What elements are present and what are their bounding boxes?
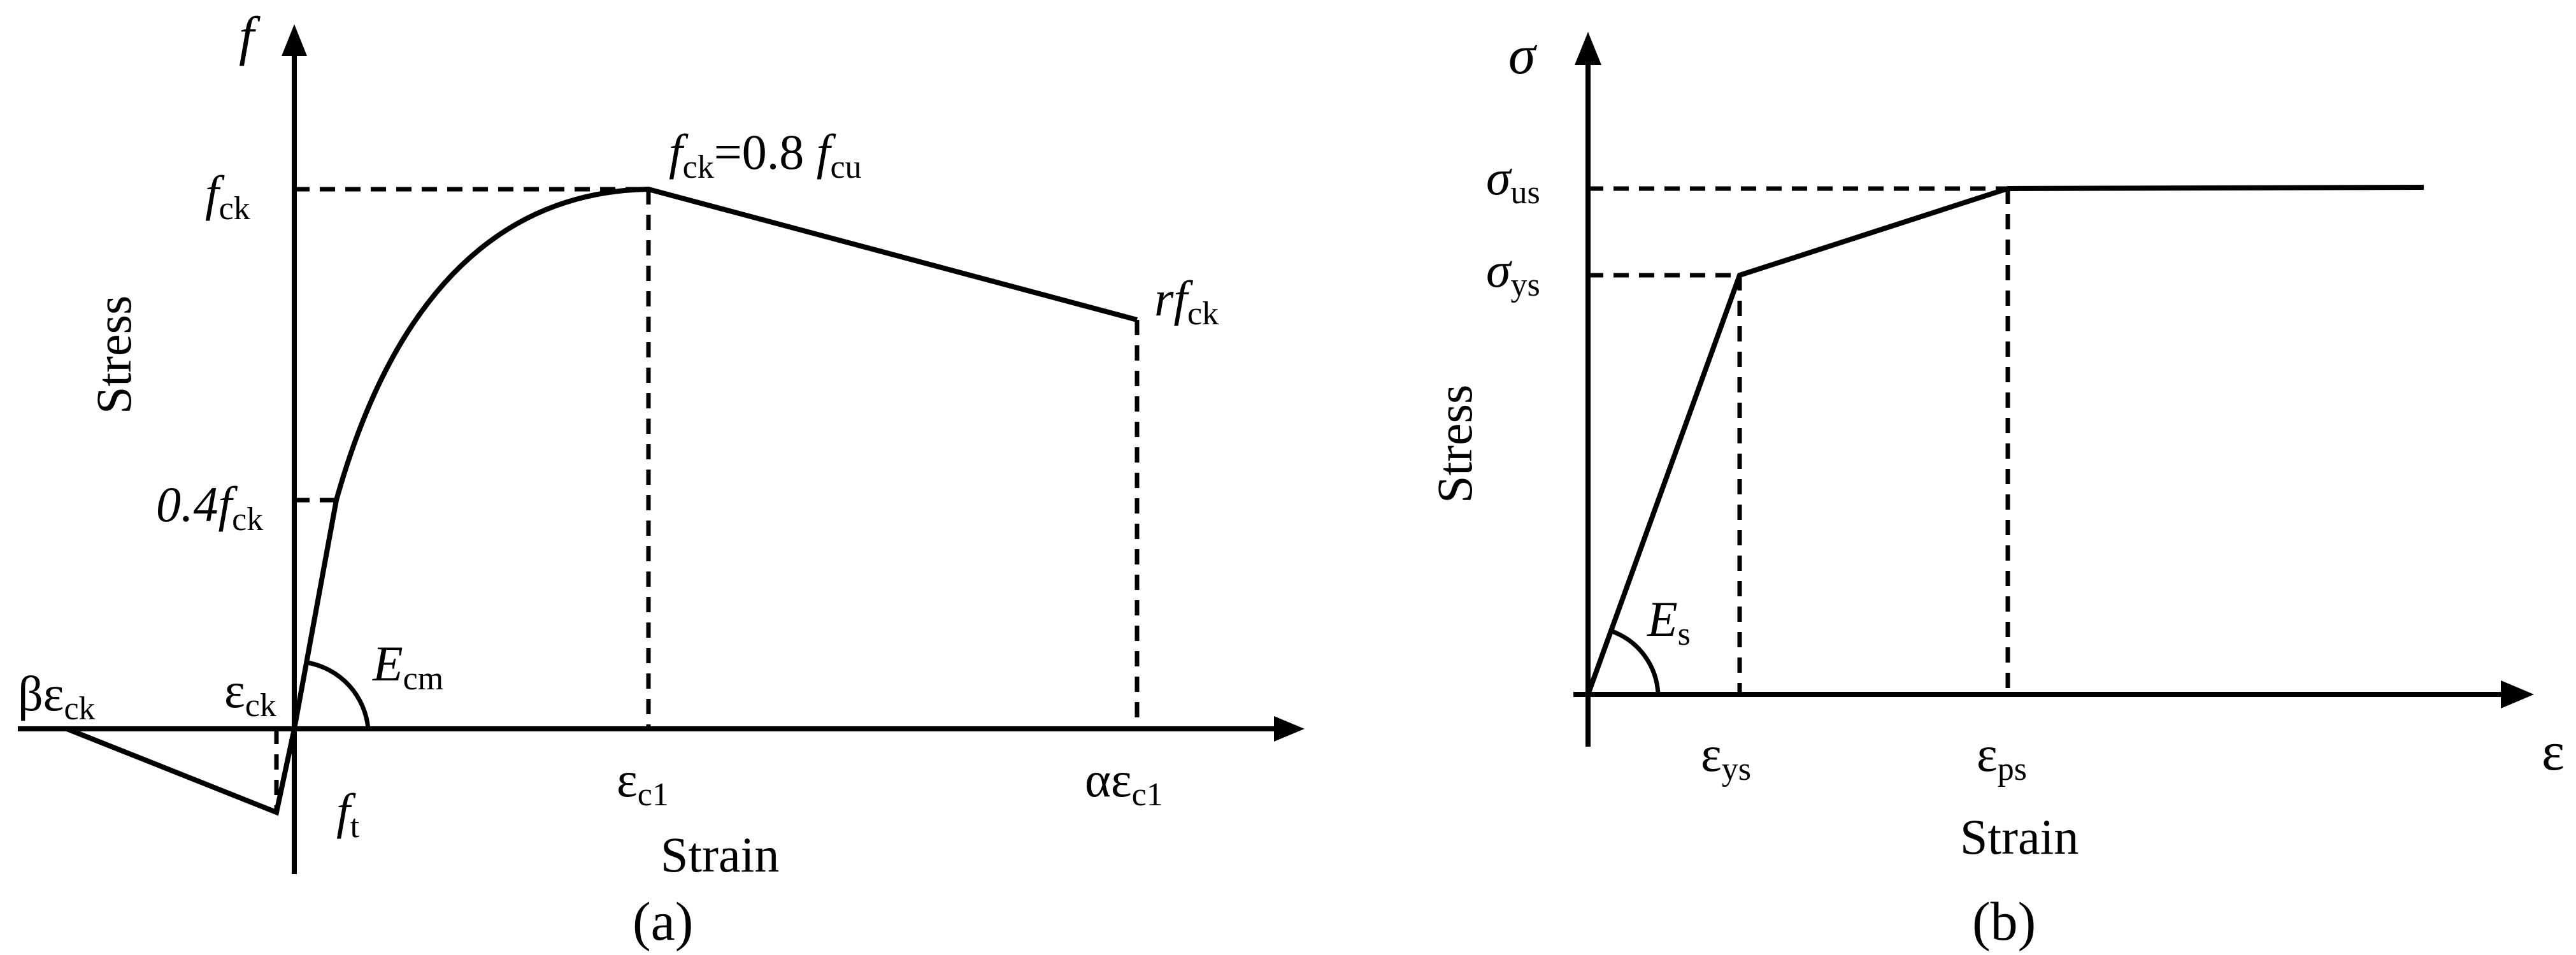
a-y-axis-label: Stress [86,296,141,414]
b-sigma-ys-label: σys [1486,242,1540,303]
a-peak-annotation: fck=0.8 fcu [669,124,862,185]
b-eps-ps-label: εps [1977,726,2027,787]
a-caption: (a) [633,891,693,952]
a-eps-ck-label: εck [224,663,276,724]
b-x-axis-label: Strain [1960,809,2079,865]
a-r-fck-label: rfck [1154,271,1219,332]
panel-b: σ Stress Strain ε (b) σus σys Es εys εps [1427,24,2565,952]
a-y-axis-symbol: f [239,5,261,66]
a-ecm-label: Ecm [372,636,443,697]
a-compression-curve [292,186,1138,729]
a-y-axis-arrowhead [282,24,307,56]
a-x-axis-label: Strain [661,827,779,882]
a-fck-label: fck [205,166,250,227]
a-ecm-arc [306,660,371,729]
a-beta-eps-ck-label: βεck [18,666,96,727]
b-es-label: Es [1647,591,1691,652]
b-eps-ys-label: εys [1701,726,1751,787]
a-04fck-label: 0.4fck [156,477,263,538]
a-eps-c1-label: εc1 [617,752,669,813]
a-ft-label: ft [336,784,360,845]
a-x-axis-arrowhead [1274,716,1305,742]
b-caption: (b) [1972,891,2036,952]
a-tension-branch [66,726,297,816]
a-alpha-eps-c1-label: αεc1 [1085,752,1163,813]
b-steel-curve [1585,185,2424,696]
b-x-axis-symbol: ε [2542,721,2565,782]
b-sigma-us-label: σus [1486,150,1540,211]
panel-a: f Stress Strain (a) fck fck=0.8 fcu rfck… [18,5,1305,952]
b-es-arc [1609,628,1661,695]
b-y-axis-label: Stress [1427,385,1482,503]
b-y-axis-arrowhead [1575,32,1601,65]
b-y-axis-symbol: σ [1508,24,1538,85]
b-x-axis-arrowhead [2501,680,2534,708]
